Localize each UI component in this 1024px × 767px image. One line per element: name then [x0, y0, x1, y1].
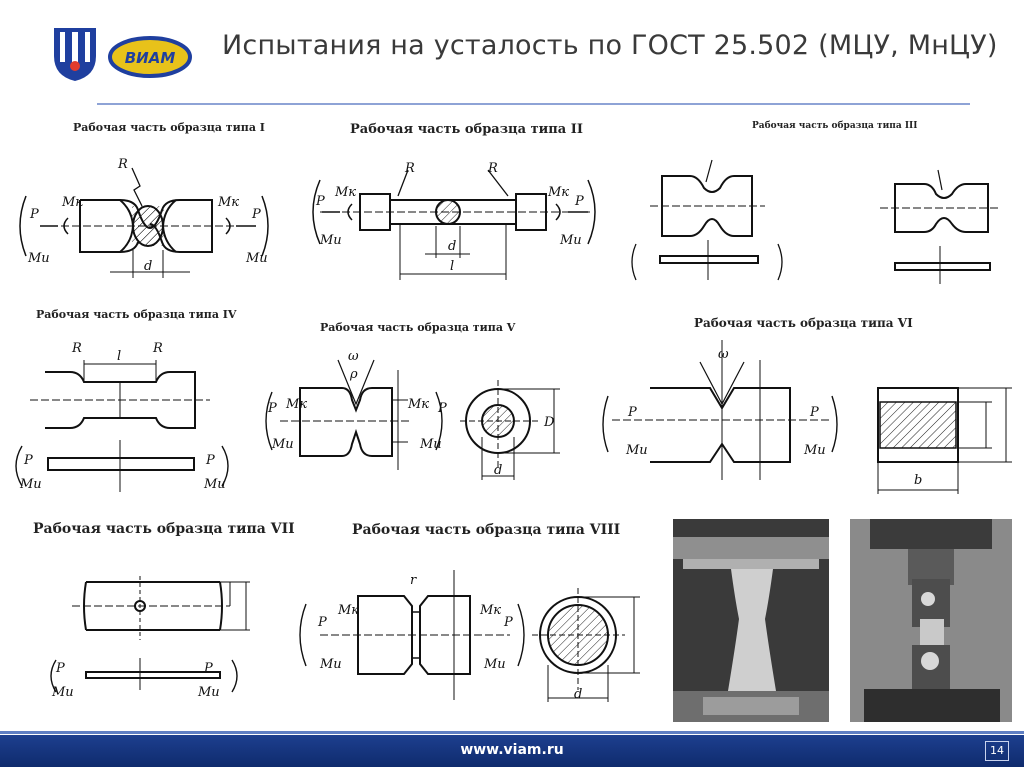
svg-text:Mи: Mи [319, 233, 342, 248]
svg-text:ω: ω [718, 347, 729, 362]
caption-type1: Рабочая часть образца типа I [73, 121, 265, 134]
caption-type3: Рабочая часть образца типа III [752, 121, 918, 131]
svg-text:Mк: Mк [337, 603, 359, 618]
svg-text:P: P [315, 194, 325, 209]
footer-url[interactable]: www.viam.ru [460, 742, 564, 758]
svg-text:Mк: Mк [217, 195, 239, 210]
viam-logo: ВИАМ [108, 36, 192, 78]
svg-text:r: r [410, 573, 417, 588]
svg-text:Mи: Mи [197, 685, 220, 700]
svg-text:Mк: Mк [285, 397, 307, 412]
svg-text:P: P [29, 207, 39, 222]
svg-text:d: d [494, 463, 502, 478]
specimen-drawings: P Mи Mк Mк Mи P R d P Mи Mк Mк Mи P R R … [15, 157, 1012, 702]
photo-specimen-grips-1 [673, 519, 829, 722]
svg-text:P: P [23, 453, 33, 468]
svg-text:Mи: Mи [559, 233, 582, 248]
specimen-type6 [602, 340, 1012, 494]
svg-text:P: P [627, 405, 637, 420]
svg-text:b: b [914, 473, 922, 488]
svg-text:P: P [503, 615, 513, 630]
svg-text:Mк: Mк [407, 397, 429, 412]
caption-type4: Рабочая часть образца типа IV [36, 308, 237, 321]
specimen-type2 [312, 169, 596, 280]
svg-text:P: P [55, 661, 65, 676]
caption-type2: Рабочая часть образца типа II [350, 122, 583, 137]
svg-text:Mк: Mк [547, 185, 569, 200]
svg-text:ρ: ρ [349, 367, 358, 382]
svg-text:ВИАМ: ВИАМ [125, 49, 176, 67]
svg-text:Mи: Mи [203, 477, 226, 492]
specimen-type8 [299, 570, 640, 702]
svg-text:R: R [117, 157, 128, 172]
svg-text:R: R [487, 161, 498, 176]
gost-logo [52, 26, 98, 82]
photo-specimen-grips-2 [850, 519, 1012, 722]
svg-text:Mи: Mи [419, 437, 442, 452]
svg-text:P: P [251, 207, 261, 222]
svg-text:d: d [448, 239, 456, 254]
svg-text:Mк: Mк [334, 185, 356, 200]
svg-text:R: R [71, 341, 82, 356]
svg-text:Mк: Mк [479, 603, 501, 618]
specimen-type4 [15, 360, 229, 492]
specimen-type1 [19, 167, 269, 278]
svg-text:Mи: Mи [803, 443, 826, 458]
specimen-type7 [50, 576, 250, 693]
svg-text:ω: ω [348, 349, 359, 364]
title-divider [97, 103, 970, 105]
svg-text:Mи: Mи [51, 685, 74, 700]
footer-accent-line [0, 731, 1024, 734]
svg-text:P: P [267, 401, 277, 416]
svg-text:R: R [404, 161, 415, 176]
svg-text:P: P [437, 401, 447, 416]
svg-text:P: P [317, 615, 327, 630]
page-number: 14 [985, 741, 1009, 761]
svg-text:Mи: Mи [271, 437, 294, 452]
slide-title: Испытания на усталость по ГОСТ 25.502 (М… [222, 30, 998, 61]
caption-type6: Рабочая часть образца типа VI [694, 316, 913, 330]
caption-type5: Рабочая часть образца типа V [320, 321, 516, 334]
svg-text:d: d [574, 687, 582, 702]
svg-text:l: l [450, 259, 454, 274]
svg-text:P: P [809, 405, 819, 420]
svg-text:Mк: Mк [61, 195, 83, 210]
svg-text:Mи: Mи [245, 251, 268, 266]
svg-text:R: R [152, 341, 163, 356]
footer-bar [0, 735, 1024, 767]
svg-text:Mи: Mи [625, 443, 648, 458]
svg-text:l: l [117, 349, 121, 364]
specimen-type3 [631, 159, 1000, 284]
caption-type8: Рабочая часть образца типа VIII [352, 522, 621, 538]
svg-text:Mи: Mи [19, 477, 42, 492]
svg-text:P: P [205, 453, 215, 468]
svg-text:P: P [574, 194, 584, 209]
specimen-type5 [265, 359, 560, 480]
svg-text:Mи: Mи [27, 251, 50, 266]
svg-text:Mи: Mи [319, 657, 342, 672]
svg-text:d: d [144, 259, 152, 274]
caption-type7: Рабочая часть образца типа VII [33, 521, 295, 537]
svg-text:D: D [543, 415, 555, 430]
svg-text:P: P [203, 661, 213, 676]
svg-text:Mи: Mи [483, 657, 506, 672]
